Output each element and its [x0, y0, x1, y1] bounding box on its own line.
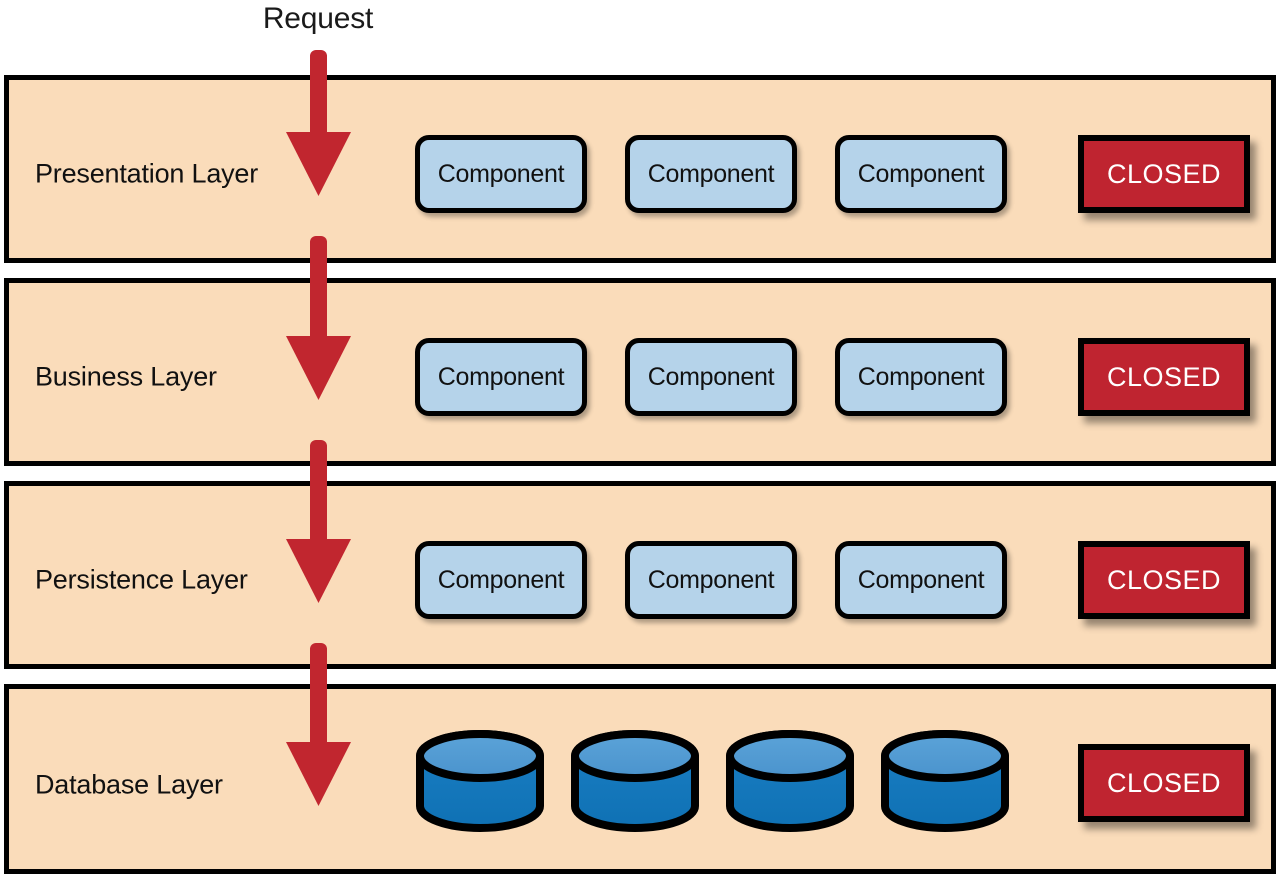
layer-database: Database Layer [4, 684, 1276, 874]
layer-presentation: Presentation Layer Component Component C… [4, 75, 1276, 263]
component-box[interactable]: Component [835, 541, 1007, 619]
component-box[interactable]: Component [415, 338, 587, 416]
layer-persistence-label: Persistence Layer [35, 564, 248, 595]
component-box[interactable]: Component [625, 338, 797, 416]
database-cylinder[interactable] [570, 729, 700, 833]
closed-status-badge: CLOSED [1078, 135, 1250, 213]
layer-business-label: Business Layer [35, 361, 217, 392]
component-box[interactable]: Component [835, 135, 1007, 213]
request-label: Request [262, 2, 374, 35]
database-cylinder[interactable] [725, 729, 855, 833]
component-box[interactable]: Component [625, 541, 797, 619]
component-box[interactable]: Component [625, 135, 797, 213]
component-box[interactable]: Component [835, 338, 1007, 416]
layer-business: Business Layer Component Component Compo… [4, 278, 1276, 466]
component-box[interactable]: Component [415, 541, 587, 619]
component-box[interactable]: Component [415, 135, 587, 213]
layer-database-label: Database Layer [35, 769, 223, 800]
database-cylinder[interactable] [880, 729, 1010, 833]
database-cylinder[interactable] [415, 729, 545, 833]
closed-status-badge: CLOSED [1078, 541, 1250, 619]
closed-status-badge: CLOSED [1078, 338, 1250, 416]
layer-presentation-label: Presentation Layer [35, 158, 259, 189]
closed-status-badge: CLOSED [1078, 744, 1250, 822]
layer-persistence: Persistence Layer Component Component Co… [4, 481, 1276, 669]
